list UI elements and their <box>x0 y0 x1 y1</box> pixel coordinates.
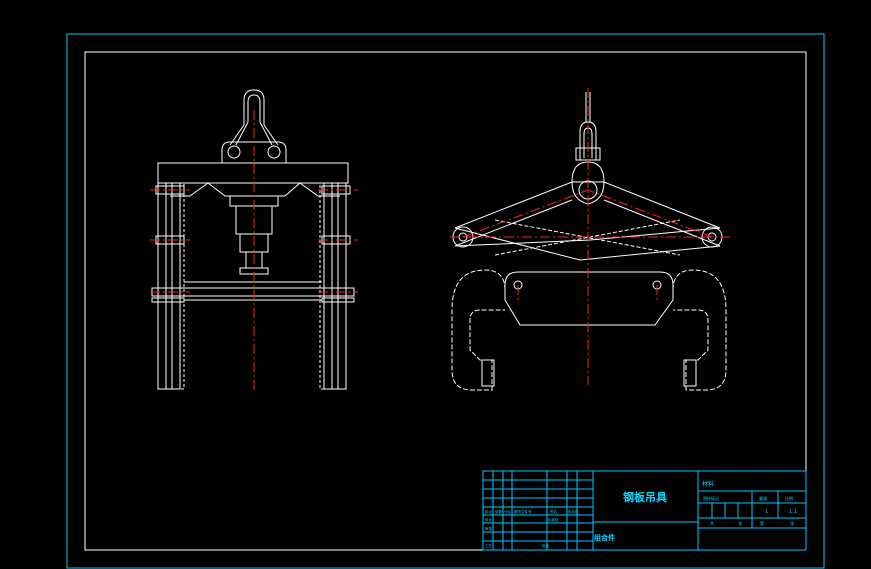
row-label-review: 审核 <box>485 526 493 531</box>
sheet-total-unit: 张 <box>738 520 742 526</box>
outer-frame <box>66 33 825 569</box>
side-view-centerlines <box>450 88 730 385</box>
side-view <box>451 92 727 391</box>
sheet-total-label: 共 <box>710 520 714 526</box>
quantity-value: 1 <box>765 509 768 515</box>
row-label-approve: 批准 <box>542 543 550 548</box>
row-label-standard: 标准化 <box>548 517 559 522</box>
label-scale: 比例 <box>785 495 793 501</box>
row-label-mark: 标记 <box>485 509 493 514</box>
sheet-no-unit: 张 <box>790 520 794 526</box>
label-weight: 重量 <box>759 495 767 501</box>
title-block-text: 钢板吊具 组合件 材料 图样标记 重量 比例 1 1:1 标记 处数 分区 更改… <box>485 480 797 548</box>
row-label-process: 工艺 <box>485 543 493 548</box>
row-label-date: 年月日 <box>568 509 579 514</box>
title-block <box>482 470 807 551</box>
row-label-zone: 分区 <box>504 509 512 514</box>
material-label: 材料 <box>702 480 714 488</box>
assembly-label: 组合件 <box>594 533 615 542</box>
sheet-no-label: 第 <box>760 520 764 526</box>
front-view-centerlines <box>150 110 358 390</box>
scale-value: 1:1 <box>789 509 797 515</box>
label-mark: 图样标记 <box>703 495 719 501</box>
row-label-count: 处数 <box>495 509 503 514</box>
inner-frame <box>84 51 807 551</box>
row-label-design: 设计 <box>485 517 493 522</box>
front-view <box>151 89 355 390</box>
row-label-sign: 签名 <box>550 509 557 514</box>
row-label-change: 更改文件号 <box>514 509 532 514</box>
drawing-name: 钢板吊具 <box>623 490 667 504</box>
